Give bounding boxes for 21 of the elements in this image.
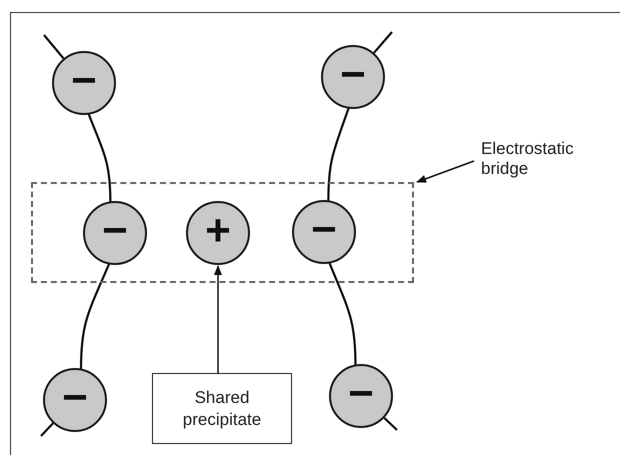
box-label: Shared precipitate bbox=[182, 387, 262, 430]
charge-sign: − bbox=[102, 209, 128, 253]
chain-line bbox=[88, 114, 112, 202]
callout-label: Electrostatic bridge bbox=[481, 139, 611, 180]
chain-line bbox=[43, 34, 64, 60]
chain-line bbox=[384, 417, 398, 431]
label-box bbox=[152, 373, 292, 444]
charge-sign: − bbox=[348, 372, 374, 416]
chain-line bbox=[328, 262, 357, 365]
arrow bbox=[416, 160, 474, 183]
chain-line bbox=[80, 264, 110, 369]
charge-sign: − bbox=[311, 208, 337, 252]
dashed-region bbox=[31, 182, 414, 283]
charge-sign: + bbox=[205, 209, 231, 253]
charge-sign: − bbox=[71, 59, 97, 103]
chain-line bbox=[327, 108, 350, 201]
chain-line bbox=[40, 422, 54, 437]
chain-line bbox=[373, 31, 393, 54]
arrow bbox=[214, 265, 222, 373]
charge-sign: − bbox=[340, 53, 366, 97]
charge-sign: − bbox=[62, 376, 88, 420]
